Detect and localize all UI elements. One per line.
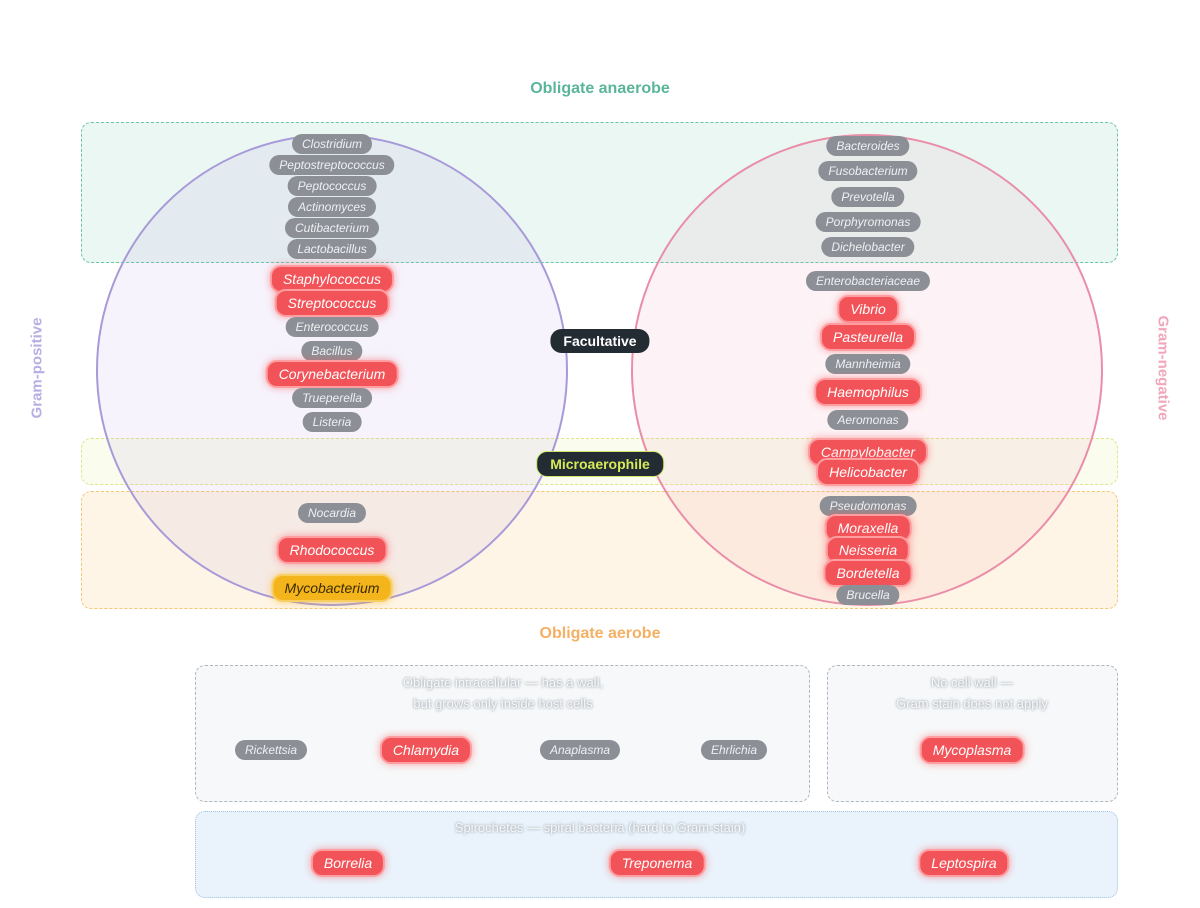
organism-tag-highlighted: Treponema <box>608 849 706 877</box>
aerobe-title: Obligate aerobe <box>539 625 661 642</box>
organism-tag: Rickettsia <box>234 740 308 760</box>
caption-line: Obligate intracellular — has a wall, <box>402 675 604 690</box>
organism-tag: Enterococcus <box>285 317 379 337</box>
organism-tag-highlighted: Chlamydia <box>379 736 473 764</box>
organism-tag: Aeromonas <box>827 410 909 430</box>
organism-tag-highlighted: Staphylococcus <box>269 265 395 293</box>
anaerobe-title: Obligate anaerobe <box>530 80 670 97</box>
organism-tag-highlighted: Bordetella <box>823 559 913 587</box>
organism-tag: Nocardia <box>297 503 367 523</box>
organism-tag: Anaplasma <box>539 740 621 760</box>
organism-tag-highlighted: Leptospira <box>918 849 1010 877</box>
organism-tag: Enterobacteriaceae <box>805 271 931 291</box>
organism-tag: Prevotella <box>831 187 905 207</box>
organism-tag-special: Mycobacterium <box>271 574 393 602</box>
organism-tag-highlighted: Pasteurella <box>819 323 917 351</box>
organism-tag: Peptococcus <box>287 176 377 196</box>
organism-tag: Pseudomonas <box>819 496 917 516</box>
caption-line: No cell wall — <box>930 675 1014 690</box>
organism-tag: Clostridium <box>291 134 373 154</box>
organism-tag: Bacteroides <box>826 136 910 156</box>
organism-tag-highlighted: Streptococcus <box>274 289 390 317</box>
organism-tag: Brucella <box>836 585 900 605</box>
organism-tag-highlighted: Corynebacterium <box>265 360 399 388</box>
organism-tag-highlighted: Rhodococcus <box>276 536 388 564</box>
organism-tag: Fusobacterium <box>818 161 918 181</box>
organism-tag: Ehrlichia <box>700 740 768 760</box>
organism-tag: Bacillus <box>301 341 363 361</box>
organism-tag: Porphyromonas <box>815 212 921 232</box>
caption-line: but grows only inside host cells <box>413 696 593 711</box>
organism-tag-highlighted: Borrelia <box>310 849 386 877</box>
organism-tag-highlighted: Helicobacter <box>816 458 920 486</box>
organism-tag: Actinomyces <box>287 197 377 217</box>
facultative-label: Facultative <box>550 329 650 353</box>
organism-tag-highlighted: Mycoplasma <box>919 736 1025 764</box>
no-cell-wall-box <box>827 665 1118 802</box>
organism-tag-highlighted: Vibrio <box>837 295 899 323</box>
microaerophile-label: Microaerophile <box>536 451 664 477</box>
gram-positive-label: Gram-positive <box>28 317 46 419</box>
organism-tag-highlighted: Neisseria <box>825 536 911 564</box>
organism-tag: Trueperella <box>292 388 372 408</box>
organism-tag: Lactobacillus <box>287 239 377 259</box>
organism-tag: Peptostreptococcus <box>269 155 395 175</box>
intracellular-box <box>195 665 810 802</box>
no-cell-wall-caption: No cell wall — Gram stain does not apply <box>896 672 1048 714</box>
caption-line: Gram stain does not apply <box>896 696 1048 711</box>
organism-tag: Listeria <box>302 412 362 432</box>
organism-tag: Cutibacterium <box>284 218 380 238</box>
organism-tag: Dichelobacter <box>821 237 915 257</box>
intracellular-caption: Obligate intracellular — has a wall, but… <box>403 672 603 714</box>
organism-tag: Mannheimia <box>825 354 911 374</box>
spirochetes-caption: Spirochetes — spiral bacteria (hard to G… <box>454 820 746 835</box>
organism-tag-highlighted: Haemophilus <box>814 378 922 406</box>
gram-negative-label: Gram-negative <box>1154 315 1172 421</box>
